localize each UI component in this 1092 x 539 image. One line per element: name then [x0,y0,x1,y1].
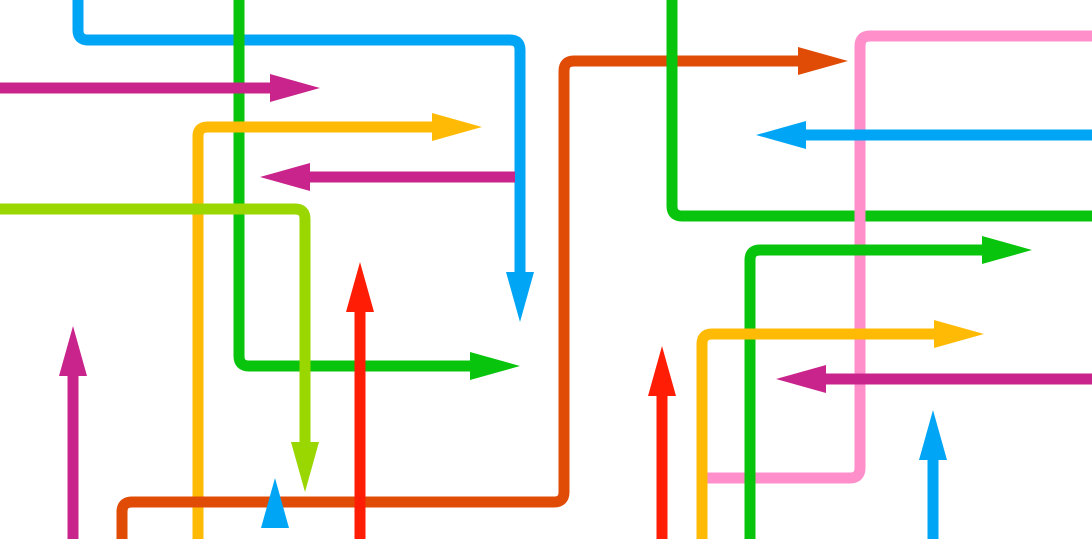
orange-red-long-path-arrow [116,47,848,539]
green-vertical-to-right-arrow [233,0,520,380]
magenta-center-left-arrow [260,163,515,191]
green-top-right-elbow-line [666,0,1092,222]
yellow-right-elbow-arrow-shaft [696,328,934,539]
blue-bottom-left-partial-arrow [261,478,289,528]
green-vertical-to-right-arrow-head [470,352,520,380]
blue-bottom-right-up-arrow-head [919,410,947,460]
green-right-elbow-arrow [744,236,1032,539]
blue-elbow-down-arrow [72,0,534,322]
pink-frame-line-shaft [698,30,1092,484]
red-center-up-arrow-head [648,346,676,396]
green-right-elbow-arrow-shaft [744,244,982,539]
green-right-elbow-arrow-head [982,236,1032,264]
orange-red-long-path-arrow-shaft [116,55,798,539]
red-left-up-arrow [346,262,374,539]
pink-frame-line [698,30,1092,484]
green-top-right-elbow-line-shaft [666,0,1092,222]
magenta-right-left-arrow-head [776,365,826,393]
red-center-up-arrow [648,346,676,539]
magenta-center-left-arrow-head [260,163,310,191]
yellow-right-elbow-arrow [696,320,984,539]
yellow-elbow-right-arrow-head [432,113,482,141]
magenta-right-left-arrow [776,365,1092,393]
blue-right-left-arrow-head [756,121,806,149]
green-vertical-to-right-arrow-shaft [233,0,470,372]
lime-elbow-down-arrow [0,203,319,492]
magenta-bottom-left-up-arrow-head [59,326,87,376]
yellow-elbow-right-arrow-shaft [192,121,432,539]
blue-right-left-arrow [756,121,1092,149]
magenta-top-left-right-arrow-head [270,74,320,102]
lime-elbow-down-arrow-shaft [0,203,311,442]
yellow-right-elbow-arrow-head [934,320,984,348]
red-left-up-arrow-head [346,262,374,312]
lime-elbow-down-arrow-head [291,442,319,492]
blue-bottom-left-partial-arrow-head [261,478,289,528]
blue-bottom-right-up-arrow [919,410,947,539]
blue-elbow-down-arrow-shaft [72,0,526,272]
yellow-elbow-right-arrow [192,113,482,539]
blue-elbow-down-arrow-head [506,272,534,322]
magenta-bottom-left-up-arrow [59,326,87,539]
magenta-top-left-right-arrow [0,74,320,102]
orange-red-long-path-arrow-head [798,47,848,75]
